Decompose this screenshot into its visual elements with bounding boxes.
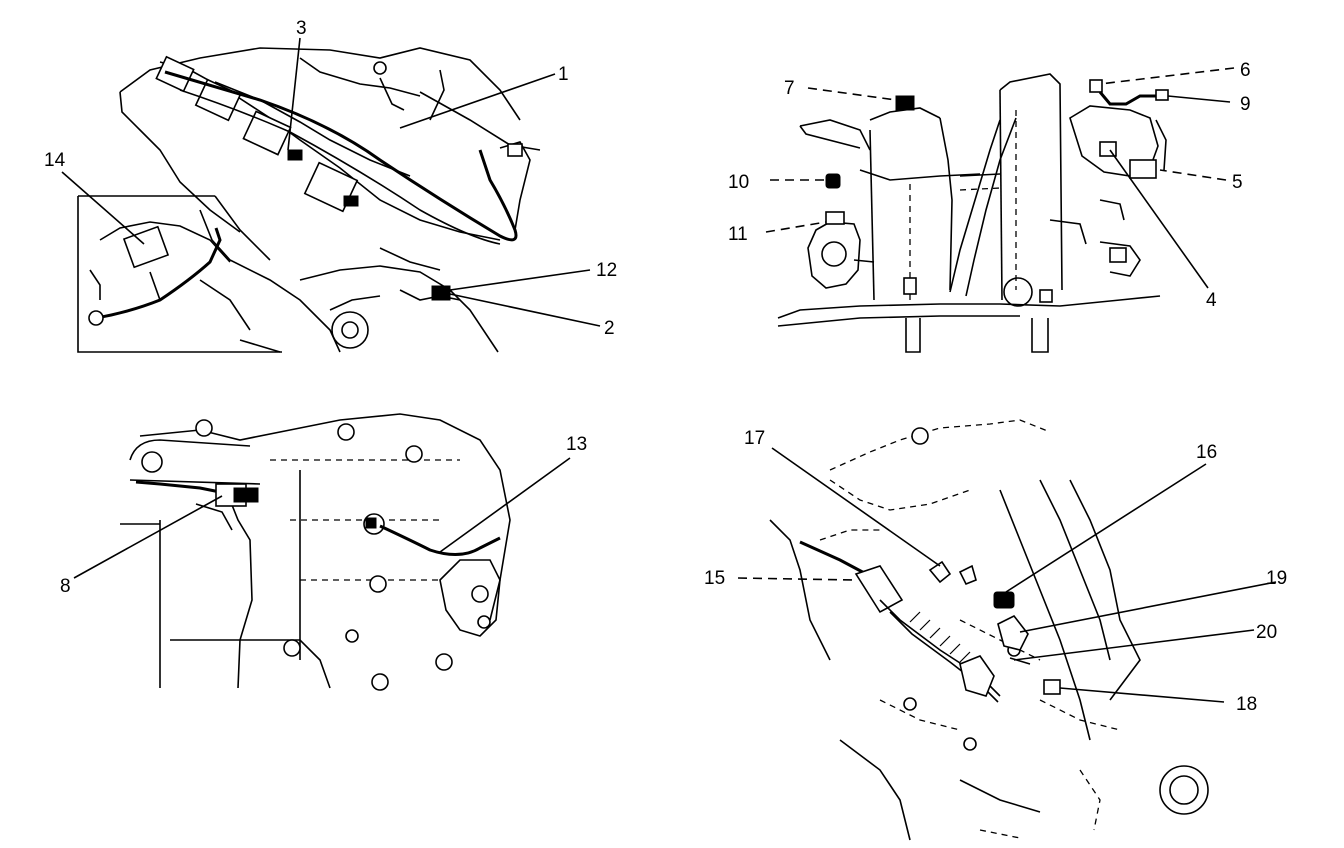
callout-4: 4 (1206, 290, 1217, 311)
callout-5: 5 (1232, 172, 1243, 193)
callout-20: 20 (1256, 622, 1277, 643)
callout-3: 3 (296, 18, 307, 39)
panel-bottom-left-block-view (120, 413, 511, 691)
callout-1: 1 (558, 64, 569, 85)
callout-7: 7 (784, 78, 795, 99)
callout-15: 15 (704, 568, 725, 589)
callout-14: 14 (44, 150, 66, 171)
callout-13: 13 (566, 434, 587, 455)
panel-bottom-right-timing-view (769, 419, 1209, 841)
panel-top-left-engine-view (77, 47, 541, 353)
callout-17: 17 (744, 428, 765, 449)
callout-16: 16 (1196, 442, 1217, 463)
callout-6: 6 (1240, 60, 1251, 81)
callout-2: 2 (604, 318, 615, 339)
panel-top-right-manifold-view (777, 73, 1169, 353)
callout-leader-lines (61, 37, 1277, 703)
callout-11: 11 (728, 224, 748, 245)
callout-10: 10 (728, 172, 749, 193)
callout-labels: 1 2 3 4 5 6 7 8 9 10 11 12 13 14 15 16 1… (44, 18, 1287, 715)
callout-19: 19 (1266, 568, 1287, 589)
callout-12: 12 (596, 260, 617, 281)
callout-8: 8 (60, 576, 71, 597)
callout-9: 9 (1240, 94, 1251, 115)
callout-18: 18 (1236, 694, 1257, 715)
